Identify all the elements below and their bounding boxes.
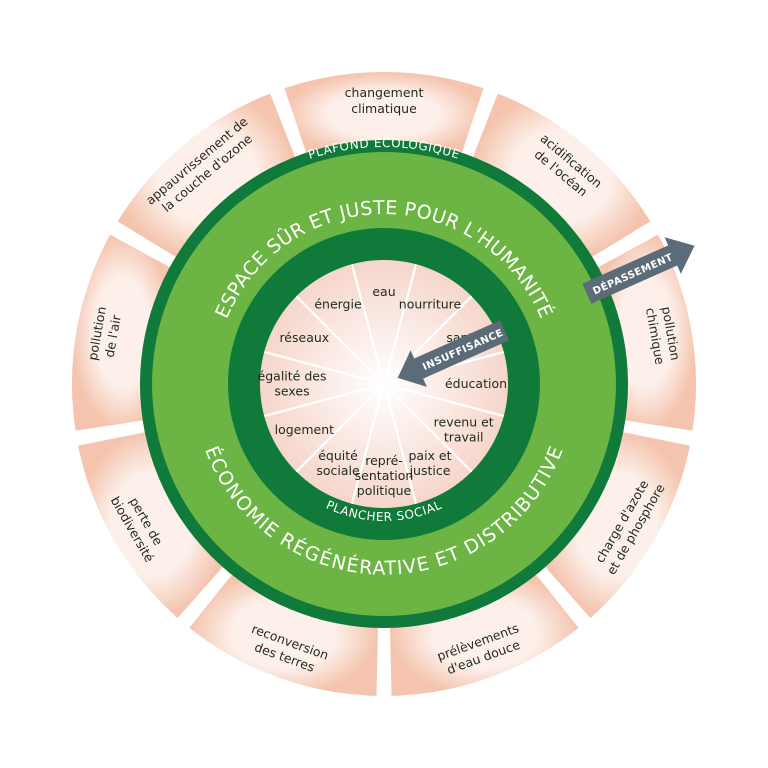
ceiling-segment-label: pollutionde l'air — [85, 305, 125, 364]
foundation-label-line: eau — [372, 284, 395, 299]
foundation-label-line: sexes — [274, 384, 309, 399]
foundation-label-line: nourriture — [399, 296, 462, 311]
foundation-divider — [382, 263, 418, 385]
foundation-label-line: repré- — [365, 453, 403, 468]
foundation-segment-label: éducation — [445, 376, 507, 391]
foundation-label-line: sociale — [316, 463, 360, 478]
ceiling-segment — [542, 431, 690, 619]
overshoot-arrow-shape — [582, 237, 695, 304]
foundation-divider — [350, 383, 386, 505]
foundation-label-line: justice — [409, 463, 451, 478]
foundation-segment-label: logement — [275, 422, 335, 437]
foundation-label-line: logement — [275, 422, 335, 437]
foundation-label-line: paix et — [408, 448, 451, 463]
social-foundation-labels: nourrituresantééducationrevenu ettravail… — [258, 284, 507, 498]
foundation-divider — [383, 382, 505, 418]
foundation-segment-label: énergie — [314, 296, 362, 311]
ceiling-segment — [471, 93, 651, 259]
ecological-ceiling-segments — [71, 72, 696, 696]
foundation-divider — [295, 383, 385, 473]
foundation-label-line: énergie — [314, 296, 362, 311]
foundation-label-line: politique — [357, 483, 412, 498]
ceiling-segment — [284, 72, 484, 157]
ceiling-label-line: de l'air — [102, 313, 124, 359]
foundation-divider — [383, 383, 473, 473]
foundation-divider — [263, 350, 385, 386]
ceiling-label-line: climatique — [351, 101, 417, 116]
foundation-label-line: travail — [444, 430, 484, 445]
ceiling-segment — [78, 431, 226, 619]
foundation-label-line: réseaux — [279, 330, 329, 345]
social-foundation-dividers — [263, 263, 505, 505]
foundation-divider — [263, 382, 385, 418]
foundation-segment-label: eau — [372, 284, 395, 299]
foundation-label-line: égalité des — [258, 369, 327, 384]
foundation-label-line: revenu et — [434, 415, 494, 430]
foundation-segment-label: nourriture — [399, 296, 462, 311]
ceiling-segment — [189, 571, 379, 696]
foundation-label-line: équité — [318, 448, 358, 463]
shortfall-arrow-shape — [397, 320, 510, 387]
ceiling-segment — [117, 93, 297, 259]
foundation-segment-label: réseaux — [279, 330, 329, 345]
ceiling-segment — [71, 234, 174, 431]
foundation-label-line: éducation — [445, 376, 507, 391]
foundation-divider — [295, 295, 385, 385]
foundation-divider — [350, 263, 386, 385]
foundation-label-line: sentation — [355, 468, 414, 483]
ceiling-label-line: changement — [345, 85, 424, 100]
foundation-divider — [383, 295, 473, 385]
foundation-divider — [382, 383, 418, 505]
ceiling-segment — [389, 571, 579, 696]
